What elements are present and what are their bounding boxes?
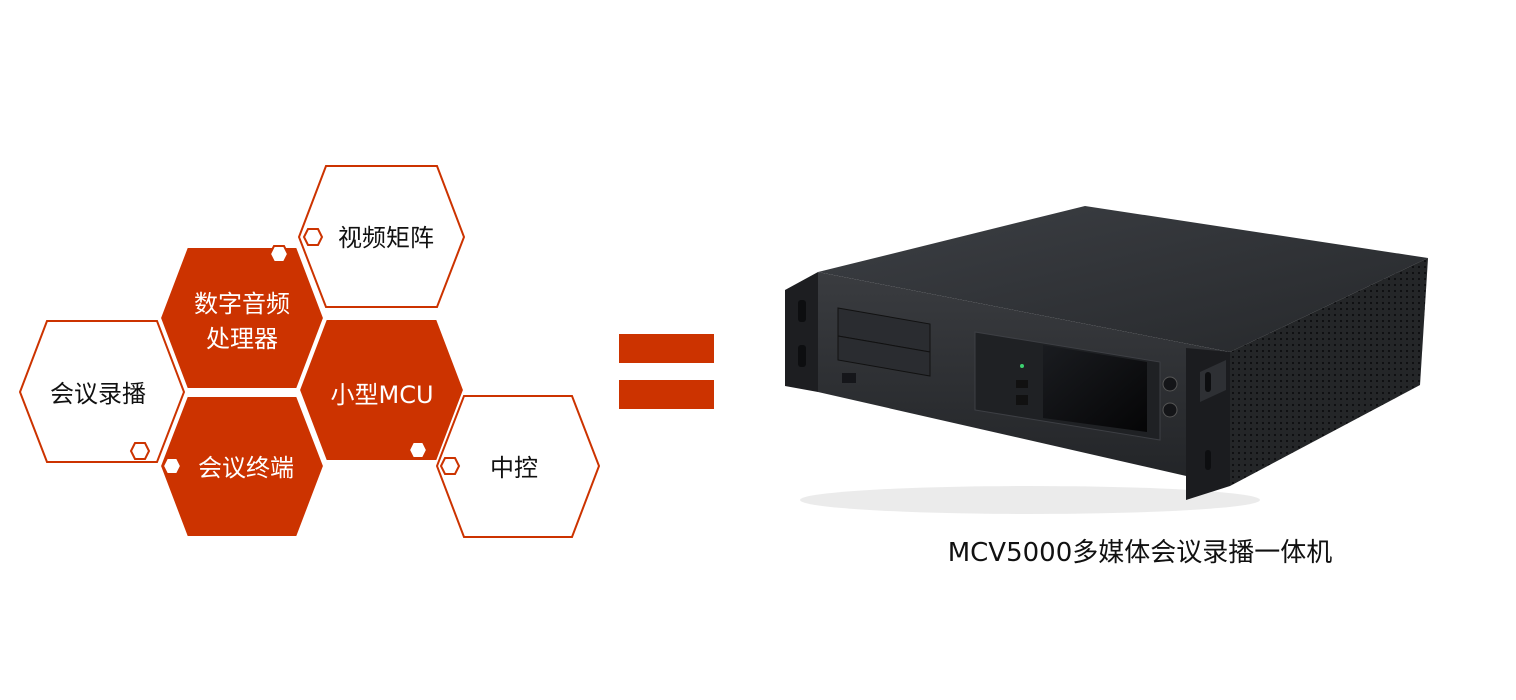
hex-central-control: 中控 (435, 395, 601, 538)
product-caption: MCV5000多媒体会议录播一体机 (947, 538, 1333, 568)
hex-video-matrix: 视频矩阵 (297, 165, 466, 308)
hex-bullet-icon (129, 442, 151, 460)
rack-server-device-image (785, 206, 1428, 514)
hex-label-video-matrix: 视频矩阵 (338, 224, 434, 252)
hex-audio-processor: 数字音频 处理器 (158, 245, 326, 390)
hex-label-central-control: 中控 (490, 454, 538, 482)
hex-bullet-icon (268, 245, 290, 263)
hex-bullet-icon (302, 228, 324, 246)
hex-label-meeting-record: 会议录播 (50, 380, 146, 408)
hex-meeting-terminal: 会议终端 (158, 395, 326, 538)
hex-label-small-mcu: 小型MCU (330, 381, 433, 409)
hex-label-audio-processor-1: 数字音频 (194, 290, 290, 318)
hex-label-meeting-terminal: 会议终端 (198, 454, 294, 482)
hex-bullet-icon (161, 457, 183, 475)
hex-small-mcu: 小型MCU (297, 318, 466, 462)
hex-label-audio-processor-2: 处理器 (206, 325, 278, 353)
equals-icon (619, 334, 714, 409)
hex-bullet-icon (407, 441, 429, 459)
hex-meeting-record: 会议录播 (18, 320, 186, 463)
hex-bullet-icon (439, 457, 461, 475)
